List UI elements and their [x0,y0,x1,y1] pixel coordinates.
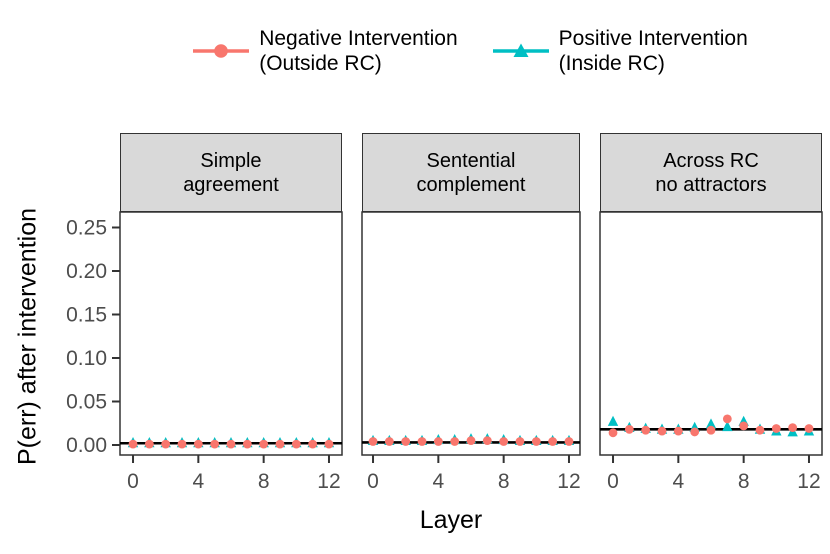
panel-border [361,211,581,456]
point-negative-intervention [673,426,683,436]
y-tick-label: 0.10 [66,347,107,370]
facet-strip-line1: Sentential [426,149,516,172]
point-negative-intervention [499,437,509,446]
x-tick-label: 4 [432,470,444,493]
point-negative-intervention [548,437,558,446]
x-tick-label: 4 [192,470,204,493]
y-tick-label: 0.15 [66,304,107,327]
point-negative-intervention [624,424,634,434]
point-negative-intervention [788,423,798,432]
point-negative-intervention [515,437,525,446]
point-negative-intervention [706,425,716,435]
point-negative-intervention [226,439,236,449]
facet-strip-line1: Simple [200,149,262,172]
legend-label-positive-line2: (Inside RC) [558,52,665,75]
point-negative-intervention [482,436,492,446]
legend-key-circle-icon [193,44,250,58]
x-tick-label: 8 [258,470,270,493]
facet-strip-simple-agreement: Simple agreement [120,133,342,212]
x-tick-label: 0 [607,470,619,493]
point-negative-intervention [275,439,285,449]
point-negative-intervention [608,428,618,438]
point-negative-intervention [657,426,667,436]
point-negative-intervention [531,437,541,446]
facet-strip-line1: Across RC [663,149,759,172]
legend-label-negative: Negative Intervention (Outside RC) [259,26,457,76]
point-negative-intervention [417,437,427,446]
point-negative-intervention [722,414,732,424]
point-negative-intervention [308,439,318,449]
x-tick-label: 8 [738,470,750,493]
point-negative-intervention [771,424,781,433]
point-negative-intervention [242,439,252,449]
x-tick-label: 0 [127,470,139,493]
point-negative-intervention [324,439,334,449]
point-negative-intervention [433,437,443,446]
legend-item-negative: Negative Intervention (Outside RC) [192,26,458,76]
point-positive-intervention [722,420,733,432]
facet-strip-line2: agreement [183,173,279,196]
legend-label-positive-line1: Positive Intervention [558,27,748,50]
y-tick-label: 0.25 [66,217,107,240]
y-tick-label: 0.05 [66,391,107,414]
x-tick-label: 8 [498,470,510,493]
point-negative-intervention [690,427,700,437]
facet-strip-line2: no attractors [655,173,767,196]
x-tick-label: 0 [367,470,379,493]
legend-label-negative-line2: (Outside RC) [259,52,382,75]
x-tick-label: 12 [317,470,340,493]
point-negative-intervention [128,439,138,449]
point-negative-intervention [804,424,814,433]
point-negative-intervention [564,437,574,446]
panel-border [119,211,343,456]
point-negative-intervention [193,439,203,449]
point-negative-intervention [739,421,749,431]
legend-label-positive: Positive Intervention (Inside RC) [559,26,748,76]
point-negative-intervention [450,437,460,446]
x-tick-label: 12 [797,470,820,493]
point-negative-intervention [466,436,476,446]
point-negative-intervention [144,439,154,449]
point-negative-intervention [755,425,765,435]
legend-item-positive: Positive Intervention (Inside RC) [492,26,748,76]
point-negative-intervention [161,439,171,449]
point-negative-intervention [401,437,411,446]
legend-label-negative-line1: Negative Intervention [259,27,458,50]
point-negative-intervention [368,437,378,446]
y-tick-label: 0.20 [66,260,107,283]
point-positive-intervention [705,418,717,429]
point-negative-intervention [259,439,269,449]
point-positive-intervention [607,415,619,426]
y-tick-label: 0.00 [66,434,107,457]
x-tick-label: 12 [557,470,580,493]
point-negative-intervention [210,439,220,449]
facet-strip-line2: complement [416,173,526,196]
x-tick-label: 4 [672,470,684,493]
x-axis-title: Layer [419,506,483,534]
point-negative-intervention [384,437,394,446]
legend-key-triangle-icon [492,43,549,57]
panel-border [599,211,823,456]
legend: Negative Intervention (Outside RC) Posit… [110,26,830,76]
point-negative-intervention [291,439,301,449]
point-negative-intervention [177,439,187,449]
point-negative-intervention [641,425,651,435]
